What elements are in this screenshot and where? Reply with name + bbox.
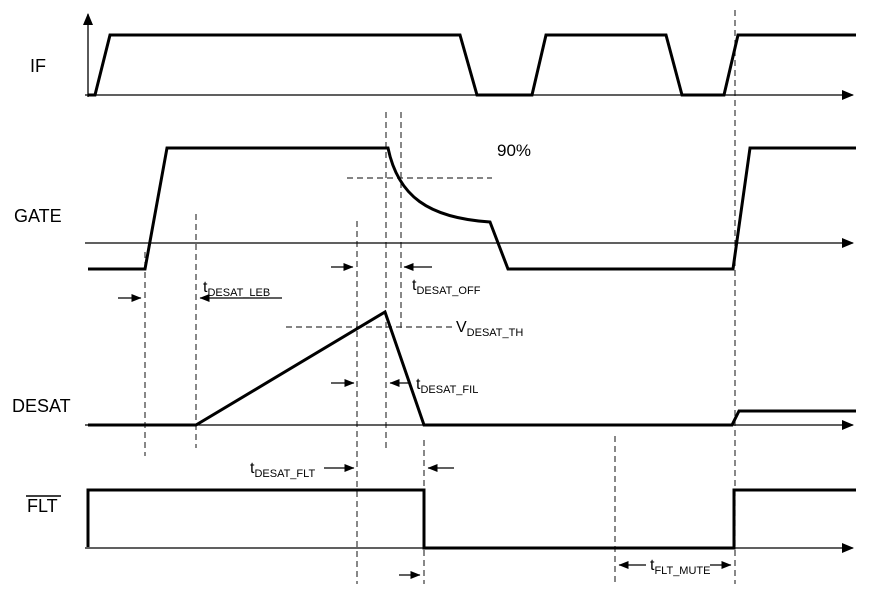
if-label: IF — [30, 56, 46, 76]
t-flt-mute-label: tFLT_MUTE — [650, 557, 710, 577]
t-desat-off-label: tDESAT_OFF — [412, 277, 481, 297]
flt-label: FLT — [27, 496, 58, 516]
desat-label: DESAT — [12, 396, 71, 416]
t-desat-fil-label: tDESAT_FIL — [416, 376, 478, 396]
desat-row: DESAT VDESAT_TH — [12, 309, 856, 430]
flt-waveform — [86, 488, 856, 550]
dashed-guides — [144, 10, 736, 584]
t-desat-flt-label: tDESAT_FLT — [250, 460, 315, 480]
desat-waveform — [88, 309, 856, 427]
gate-waveform — [88, 146, 856, 271]
gate-90pct-label: 90% — [497, 141, 531, 160]
if-row: IF — [30, 13, 856, 100]
flt-row: FLT — [26, 488, 856, 553]
gate-label: GATE — [14, 206, 62, 226]
if-waveform — [88, 33, 856, 97]
v-desat-th-label: VDESAT_TH — [456, 319, 523, 339]
annotations: tDESAT_LEB tDESAT_OFF tDESAT_FIL tDESAT_… — [118, 263, 732, 579]
gate-row: GATE 90% — [14, 141, 856, 271]
t-desat-leb-label: tDESAT_LEB — [203, 279, 270, 299]
